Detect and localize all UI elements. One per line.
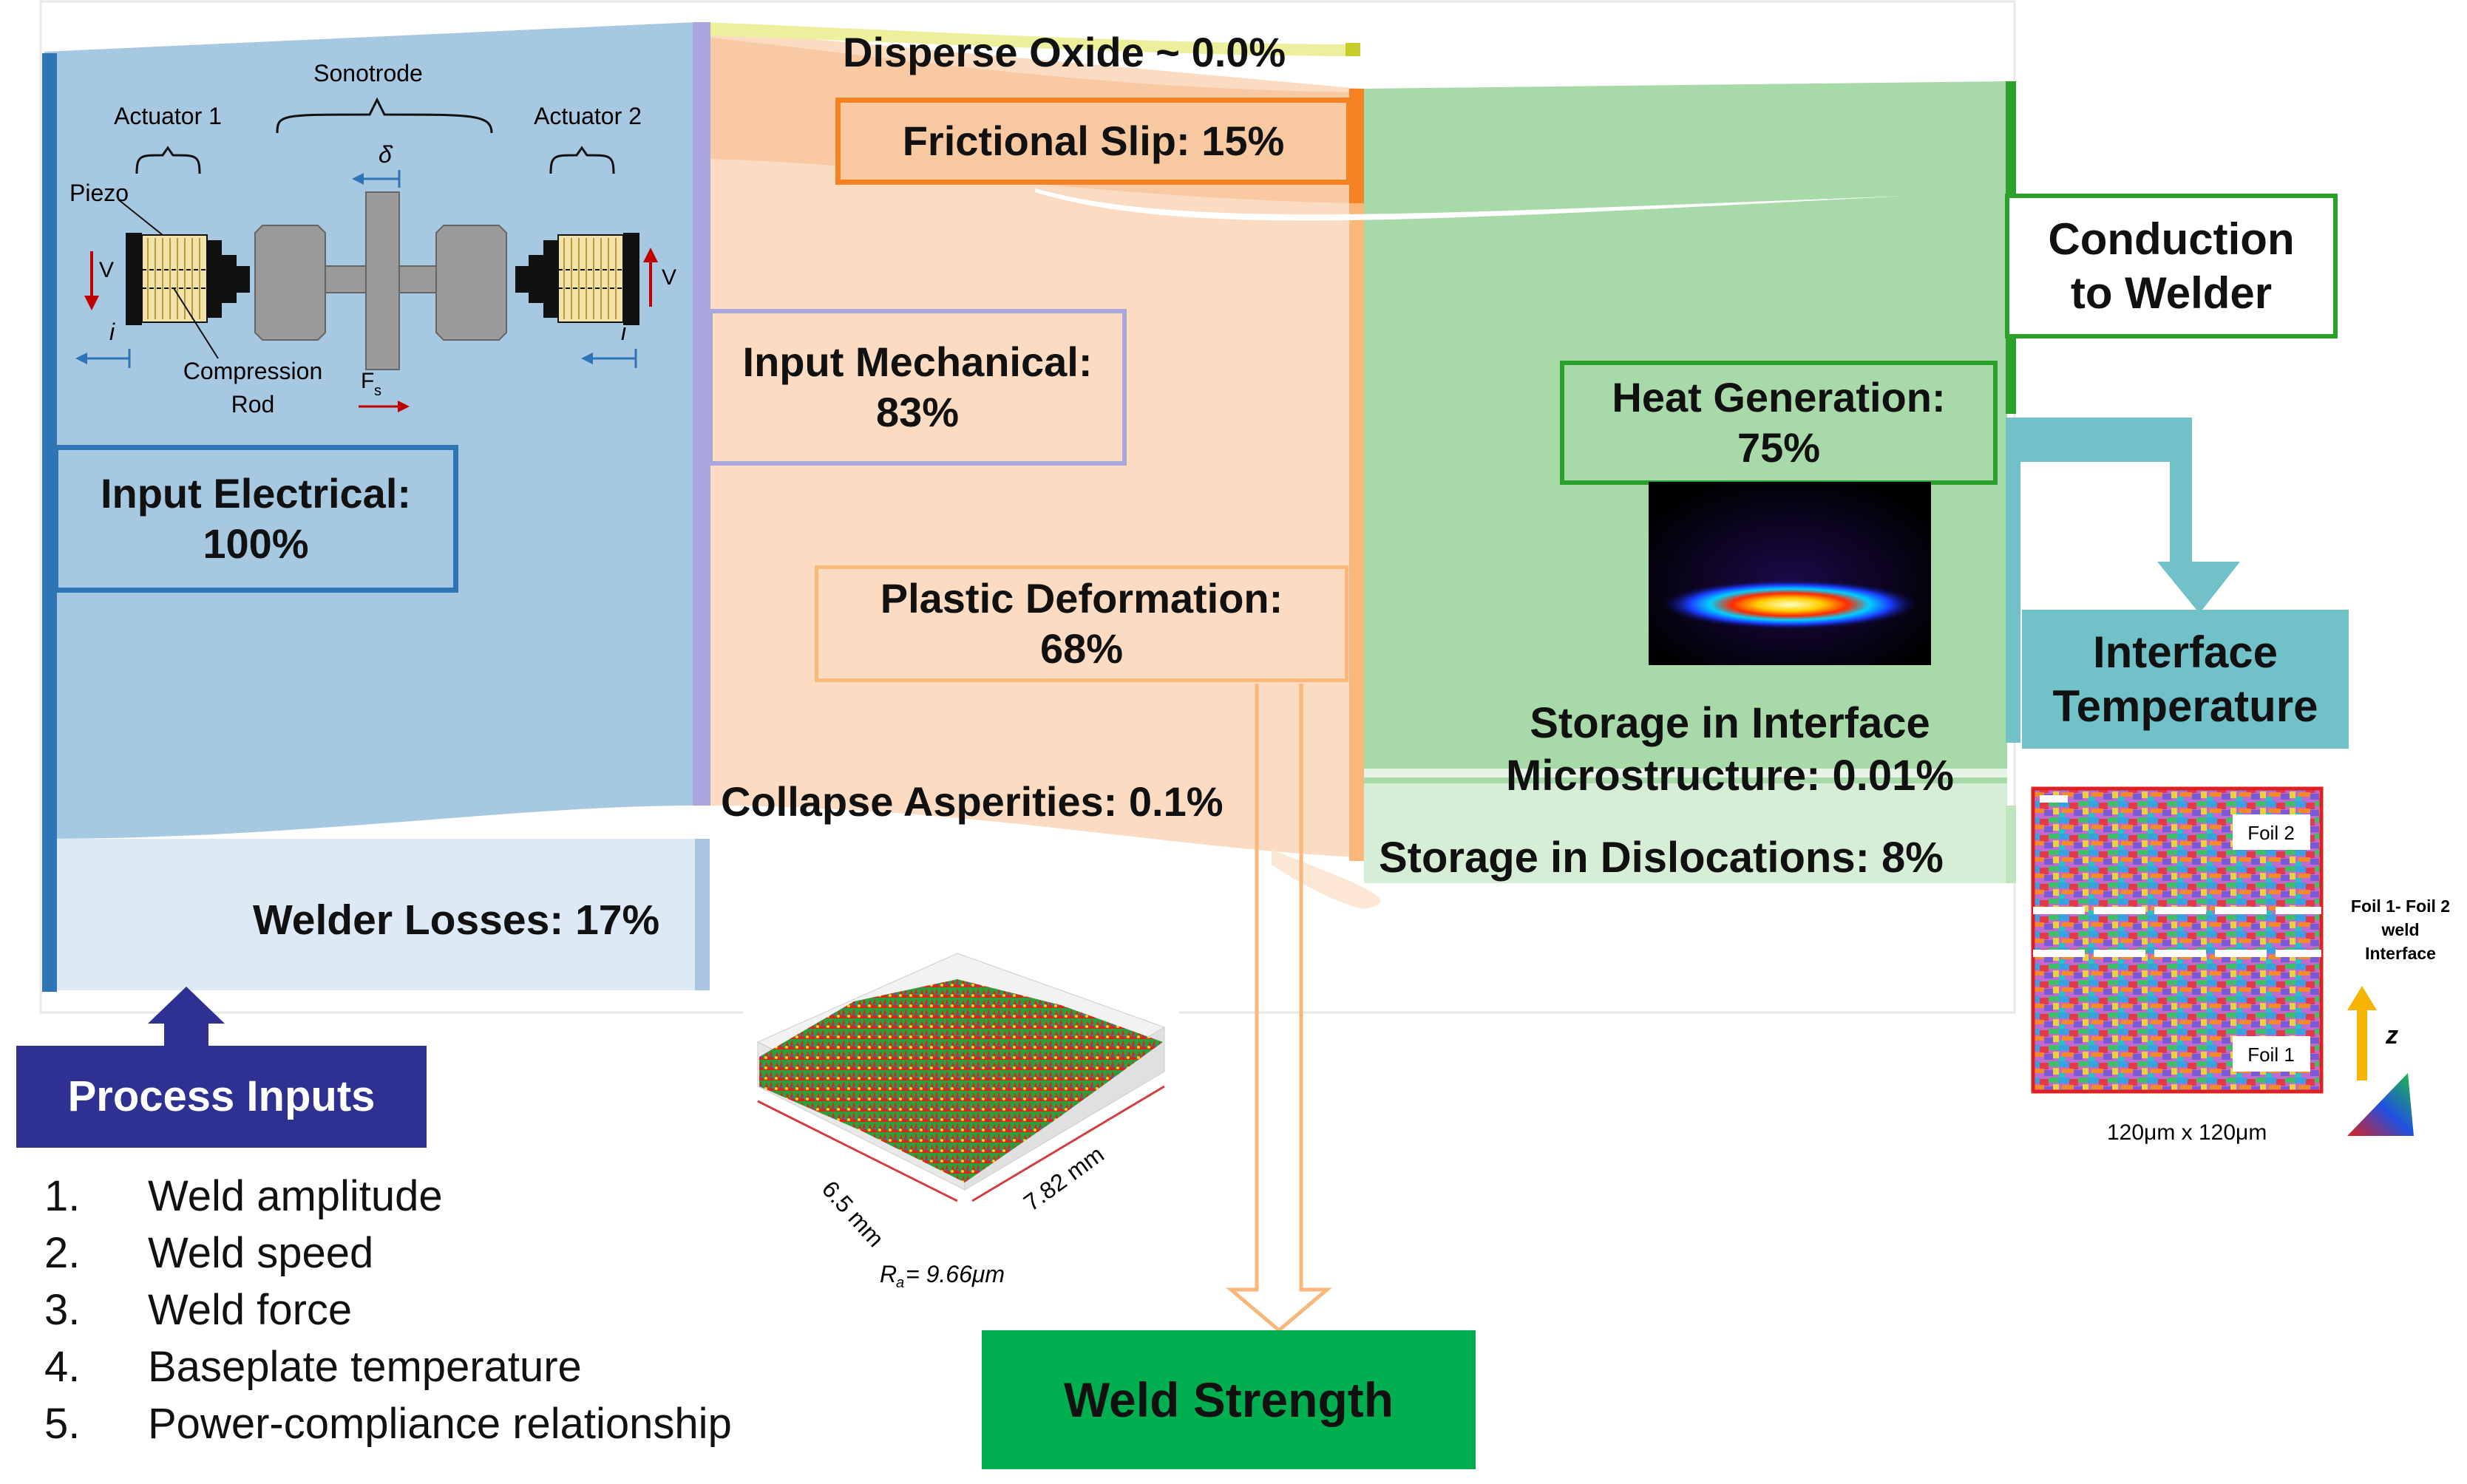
dislocation-flow bbox=[1364, 783, 2007, 883]
piezo-label: Piezo bbox=[69, 180, 129, 206]
interface-label-3: Interface bbox=[2365, 944, 2436, 963]
welder-losses-flow bbox=[44, 839, 695, 990]
frictional-bar bbox=[1349, 89, 1365, 203]
ipf-legend bbox=[2347, 1073, 2414, 1136]
sonotrode-brace bbox=[276, 97, 493, 134]
surface-roughness-plot: 6.5 mm 7.82 mm R a = 9.66μm bbox=[743, 946, 1179, 1293]
mechanical-flow bbox=[706, 30, 1360, 857]
storage-interface-line1: Storage in Interface bbox=[1530, 699, 1930, 748]
process-input-text: Weld amplitude bbox=[148, 1172, 443, 1220]
v-label-1: V bbox=[99, 258, 114, 282]
temperature-bar bbox=[2006, 418, 2020, 743]
fs-label: F bbox=[361, 369, 374, 393]
interface-label-1: Foil 1- Foil 2 bbox=[2351, 896, 2450, 916]
ebsd-map: Foil 2 Foil 1 Foil 1- Foil 2 weld Interf… bbox=[2031, 786, 2450, 1145]
interface-temp-line1: Interface bbox=[2092, 627, 2278, 677]
conduction-line2: to Welder bbox=[2070, 268, 2273, 318]
delta-label: δ̇ bbox=[379, 141, 393, 168]
i-label-1: i bbox=[109, 319, 115, 345]
weld-strength-box: Weld Strength bbox=[982, 1330, 1476, 1469]
process-inputs-box: Process Inputs bbox=[16, 1046, 427, 1148]
actuator2-label: Actuator 2 bbox=[534, 103, 642, 129]
ebsd-scale-label: 120μm x 120μm bbox=[2107, 1120, 2267, 1145]
process-input-number: 2. bbox=[44, 1229, 81, 1277]
z-axis-label: z bbox=[2385, 1021, 2398, 1049]
process-input-item: 5. Power-compliance relationship bbox=[44, 1399, 732, 1449]
interface-temperature-box: Interface Temperature bbox=[2022, 610, 2349, 749]
frictional-slip-box: Frictional Slip: 15% bbox=[835, 98, 1351, 185]
electrical-flow bbox=[44, 22, 695, 839]
sonotrode-schematic: Sonotrode Actuator 1 Actuator 2 Piezo V … bbox=[69, 60, 676, 418]
oxide-flow bbox=[706, 22, 1360, 56]
temperature-arrow bbox=[2020, 418, 2240, 613]
losses-bar bbox=[695, 839, 710, 990]
electrical-bar bbox=[42, 53, 57, 992]
storage-interface-line2: Microstructure: 0.01% bbox=[1506, 752, 1954, 800]
process-inputs-title: Process Inputs bbox=[67, 1072, 376, 1120]
surface-ra-sub: a bbox=[896, 1275, 904, 1291]
process-input-number: 5. bbox=[44, 1400, 81, 1448]
surface-ra: R bbox=[880, 1261, 897, 1287]
compression-rod-label-1: Compression bbox=[183, 358, 323, 384]
i-label-2: i bbox=[621, 319, 627, 345]
conduction-line1: Conduction bbox=[2048, 214, 2295, 264]
plastic-deformation-value: 68% bbox=[1039, 625, 1124, 672]
frictional-slip-label: Frictional Slip: 15% bbox=[902, 117, 1285, 164]
interface-label-2: weld bbox=[2381, 920, 2419, 939]
conduction-to-welder-box: Conduction to Welder bbox=[2005, 194, 2338, 338]
input-mechanical-value: 83% bbox=[875, 389, 960, 435]
v-label-2: V bbox=[662, 265, 676, 290]
heat-generation-label: Heat Generation: bbox=[1612, 373, 1946, 421]
input-electrical-box: Input Electrical: 100% bbox=[53, 445, 458, 593]
weld-strength-label: Weld Strength bbox=[1063, 1372, 1394, 1427]
process-input-text: Baseplate temperature bbox=[148, 1343, 582, 1391]
plastic-deformation-box: Plastic Deformation: 68% bbox=[815, 565, 1348, 682]
process-input-text: Power-compliance relationship bbox=[148, 1400, 732, 1448]
input-mechanical-label: Input Mechanical: bbox=[742, 338, 1093, 385]
input-electrical-label: Input Electrical: bbox=[100, 469, 412, 517]
compression-rod-label-2: Rod bbox=[231, 391, 275, 418]
process-input-item: 4. Baseplate temperature bbox=[44, 1342, 582, 1392]
process-input-number: 4. bbox=[44, 1343, 81, 1391]
process-input-item: 1. Weld amplitude bbox=[44, 1171, 443, 1221]
process-input-text: Weld speed bbox=[148, 1229, 374, 1277]
foil1-label: Foil 1 bbox=[2247, 1044, 2295, 1066]
process-input-item: 2. Weld speed bbox=[44, 1228, 373, 1278]
interface-temp-line2: Temperature bbox=[2052, 681, 2318, 731]
foil2-label: Foil 2 bbox=[2247, 822, 2295, 844]
process-input-number: 1. bbox=[44, 1172, 81, 1220]
process-arrow bbox=[148, 987, 225, 1049]
input-mechanical-box: Input Mechanical: 83% bbox=[708, 309, 1127, 466]
actuator1-label: Actuator 1 bbox=[114, 103, 222, 129]
heat-thermal-image bbox=[1649, 482, 1931, 665]
heat-generation-box: Heat Generation: 75% bbox=[1560, 361, 1998, 485]
flow-gap bbox=[1035, 188, 1907, 221]
fs-sub: s bbox=[374, 383, 381, 399]
process-input-item: 3. Weld force bbox=[44, 1285, 352, 1335]
process-input-text: Weld force bbox=[148, 1286, 353, 1334]
sonotrode-label: Sonotrode bbox=[313, 60, 423, 86]
mechanical-bar bbox=[693, 22, 710, 806]
actuator1-brace bbox=[135, 146, 201, 174]
surface-ra-value: = 9.66μm bbox=[906, 1261, 1005, 1287]
welder-losses-label: Welder Losses: 17% bbox=[253, 896, 660, 944]
plastic-bar bbox=[1349, 89, 1365, 861]
process-input-number: 3. bbox=[44, 1286, 81, 1334]
disperse-oxide-label: Disperse Oxide ~ 0.0% bbox=[843, 29, 1286, 75]
plastic-deformation-label: Plastic Deformation: bbox=[880, 574, 1283, 622]
heat-generation-value: 75% bbox=[1737, 424, 1821, 471]
storage-dislocations-label: Storage in Dislocations: 8% bbox=[1379, 834, 1944, 882]
storage-interface-label: Storage in Interface Microstructure: 0.0… bbox=[1479, 691, 1981, 809]
oxide-bar bbox=[1346, 43, 1360, 56]
input-electrical-value: 100% bbox=[203, 520, 309, 567]
collapse-asperities-label: Collapse Asperities: 0.1% bbox=[721, 778, 1224, 825]
actuator2-brace bbox=[549, 146, 615, 174]
